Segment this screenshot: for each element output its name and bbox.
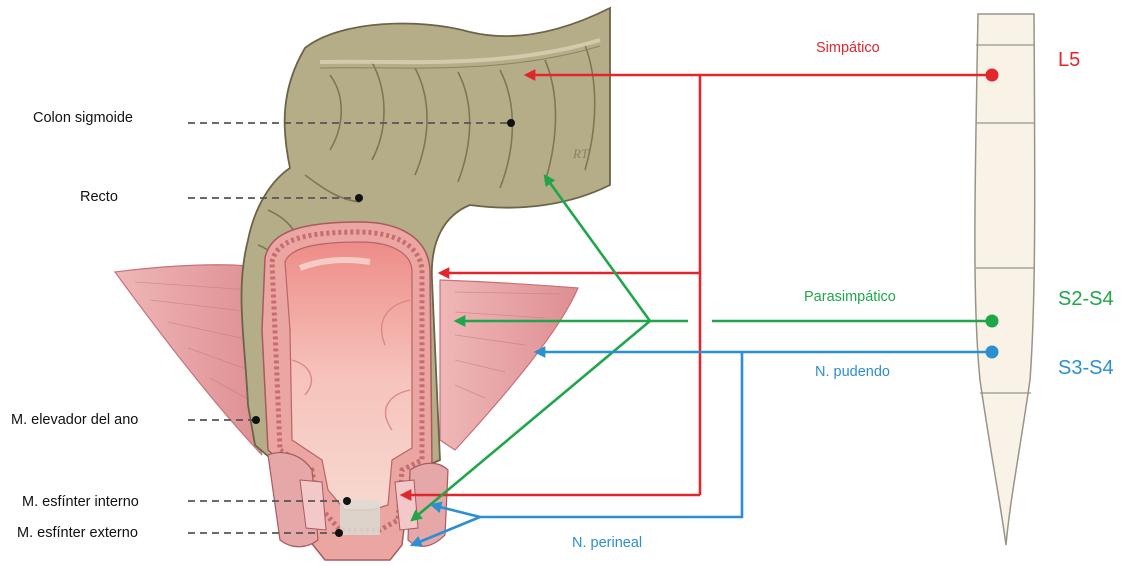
marker-rectum xyxy=(355,194,363,202)
s2s4-origin-dot xyxy=(986,315,999,328)
marker-levator xyxy=(252,416,260,424)
marker-colon xyxy=(507,119,515,127)
label-parasimpatico: Parasimpático xyxy=(804,289,896,305)
label-esfinter-interno: M. esfínter interno xyxy=(22,494,139,510)
label-colon-sigmoide: Colon sigmoide xyxy=(33,110,133,126)
label-n-perineal: N. perineal xyxy=(572,535,642,551)
marker-internal xyxy=(343,497,351,505)
label-simpatico: Simpático xyxy=(816,40,880,56)
artist-signature: RT xyxy=(572,146,589,161)
label-recto: Recto xyxy=(80,189,118,205)
marker-external xyxy=(335,529,343,537)
l5-origin-dot xyxy=(986,69,999,82)
rectum xyxy=(262,222,448,560)
label-n-pudendo: N. pudendo xyxy=(815,364,890,380)
label-elevador-ano: M. elevador del ano xyxy=(11,412,138,428)
s3s4-origin-dot xyxy=(986,346,999,359)
label-s3-s4: S3-S4 xyxy=(1058,357,1114,379)
spinal-cord xyxy=(975,14,1035,545)
label-esfinter-externo: M. esfínter externo xyxy=(17,525,138,541)
label-s2-s4: S2-S4 xyxy=(1058,288,1114,310)
label-l5: L5 xyxy=(1058,49,1080,71)
